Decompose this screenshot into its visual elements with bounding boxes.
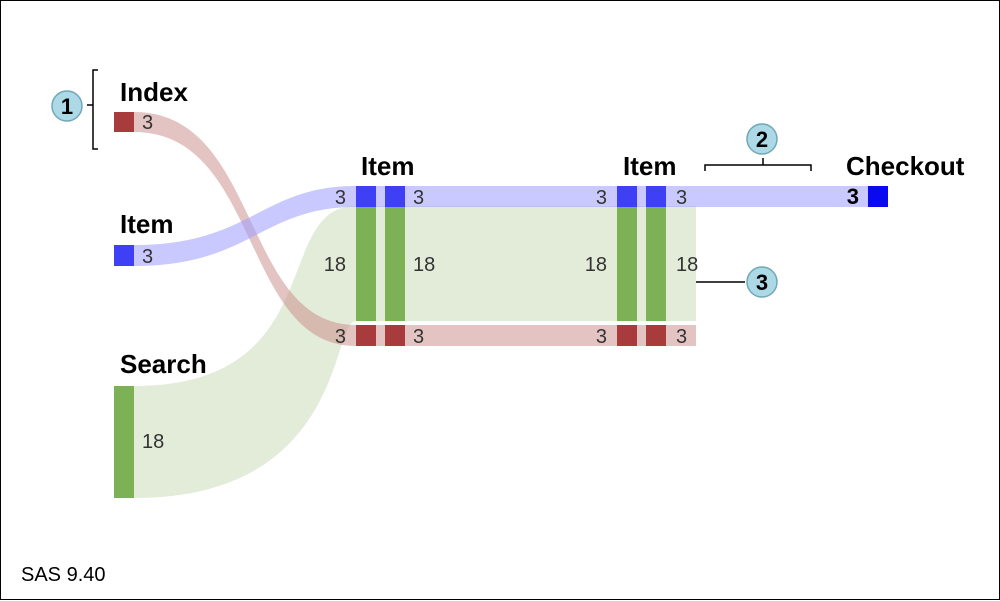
flow-search-band-main [356,206,696,321]
node-search-stage1 [114,386,134,498]
node-index-stage2-out [385,325,405,346]
node-item-stage3-out [646,186,666,207]
node-search-stage3-out [646,207,666,321]
value-item-stage3-in: 3 [596,187,607,209]
value-item-stage1: 3 [142,246,153,268]
value-item-stage4-in: 3 [847,184,859,209]
value-item-stage2-in: 3 [335,187,346,209]
node-item-stage1 [114,245,134,266]
value-search-stage2-out: 18 [413,254,435,276]
value-search-stage3-out: 18 [676,254,698,276]
stage-label-index: Index [120,77,188,107]
value-index-stage3-out: 3 [676,326,687,348]
node-index-stage3-in [617,325,637,346]
callout-3-label: 3 [756,270,768,295]
node-index-stage1 [114,112,134,132]
bracket-callout-1 [87,69,98,150]
value-index-stage2-in: 3 [335,326,346,348]
node-item-stage2-in [356,186,376,207]
stage-label-item-2: Item [361,151,414,181]
node-search-stage2-out [385,207,405,321]
bracket-callout-2 [704,158,812,171]
footer-version: SAS 9.40 [21,564,106,586]
callout-2: 2 [746,123,778,155]
node-item-stage3-in [617,186,637,207]
node-index-stage3-out [646,325,666,346]
value-item-stage2-out: 3 [413,187,424,209]
callout-3: 3 [746,266,778,298]
value-search-stage1: 18 [142,431,164,453]
value-search-stage2-in: 18 [324,254,346,276]
node-item-stage2-out [385,186,405,207]
callout-1: 1 [51,90,83,122]
stage-label-item-1: Item [120,209,173,239]
stage-label-item-3: Item [623,151,676,181]
node-index-stage2-in [356,325,376,346]
flow-item-band [134,186,868,266]
value-item-stage3-out: 3 [676,187,687,209]
flow-index-band [134,112,696,346]
callout-2-label: 2 [756,127,768,152]
node-search-stage3-in [617,207,637,321]
value-index-stage1: 3 [142,112,153,134]
node-checkout-stage4 [868,186,888,207]
node-search-stage2-in [356,207,376,321]
stage-label-search: Search [120,349,207,379]
callout-1-label: 1 [61,94,73,119]
stage-label-checkout: Checkout [846,151,965,181]
value-index-stage2-out: 3 [413,326,424,348]
value-search-stage3-in: 18 [585,254,607,276]
value-index-stage3-in: 3 [596,326,607,348]
